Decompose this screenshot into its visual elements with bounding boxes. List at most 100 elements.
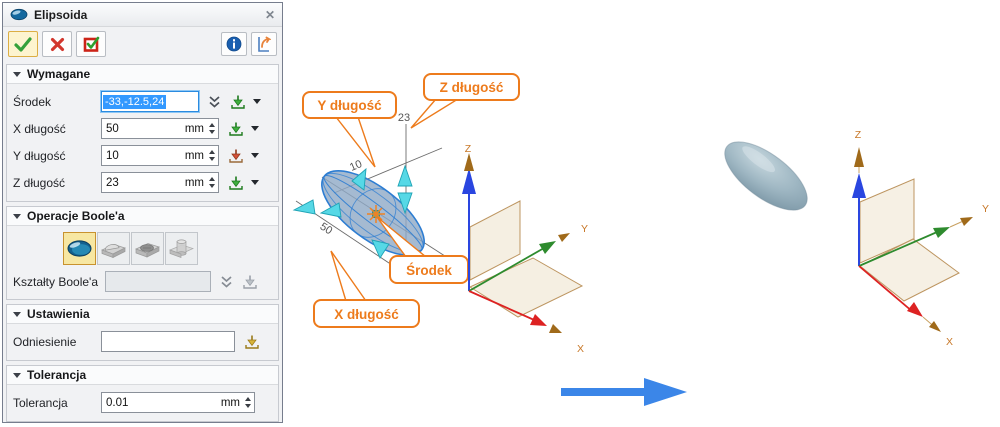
section-settings: Ustawienia Odniesienie (6, 304, 279, 361)
section-tolerance: Tolerancja Tolerancja 0.01 mm (6, 365, 279, 422)
base-shape-icon (67, 240, 92, 257)
x-length-unit: mm (184, 122, 204, 135)
callout-y-length: Y długość (317, 98, 382, 113)
red-cross-icon (50, 37, 64, 51)
pick-green-icon[interactable] (228, 175, 244, 191)
handle-z-up[interactable] (397, 164, 413, 187)
handle-x-outer[interactable] (292, 199, 316, 215)
checked-box-icon (83, 36, 99, 52)
axis-y-label: Y (982, 203, 989, 215)
y-length-input[interactable]: 10 mm (101, 145, 219, 166)
boolean-add-button[interactable] (97, 232, 130, 265)
callout-z-length: Z długość (440, 80, 504, 95)
pick-green-icon[interactable] (228, 121, 244, 137)
section-required-title: Wymagane (27, 67, 91, 81)
axis-x-tip (549, 324, 562, 333)
boolean-remove-button[interactable] (131, 232, 164, 265)
boolean-shapes-row: Kształty Boole'a (13, 269, 272, 294)
handle-z-down[interactable] (397, 192, 413, 215)
chevron-double-down-icon[interactable] (220, 275, 233, 289)
section-required: Wymagane Środek -33,-12.5,24 (6, 64, 279, 202)
collapse-triangle-icon (13, 372, 21, 378)
section-required-header[interactable]: Wymagane (7, 65, 278, 84)
pick-green-icon[interactable] (230, 94, 246, 110)
boolean-base-button[interactable] (63, 232, 96, 265)
axis-y-label: Y (581, 223, 588, 235)
tolerance-value: 0.01 (106, 396, 129, 409)
dropdown-caret-icon[interactable] (251, 153, 259, 158)
center-marker[interactable] (367, 205, 385, 223)
dropdown-caret-icon[interactable] (253, 99, 261, 104)
axis-z-label: Z (465, 143, 472, 155)
axis-x-arrow (530, 314, 547, 326)
axis-y-line (468, 243, 552, 292)
boolean-shapes-label: Kształty Boole'a (13, 274, 99, 289)
tolerance-input[interactable]: 0.01 mm (101, 392, 255, 413)
close-icon[interactable]: ✕ (264, 7, 275, 22)
intersect-shape-icon (169, 239, 194, 258)
x-length-label: X długość (13, 121, 66, 136)
axis-z-tip (854, 147, 864, 167)
dialog-title: Elipsoida (34, 7, 88, 22)
handle-x-inner[interactable] (319, 202, 342, 218)
dropdown-caret-icon[interactable] (251, 180, 259, 185)
handle-minor[interactable] (371, 239, 390, 259)
axis-y-arrow (539, 241, 556, 254)
axis-y-tip (960, 217, 973, 226)
pick-gold-icon[interactable] (244, 334, 260, 350)
boolean-intersect-button[interactable] (165, 232, 198, 265)
preview-scene: 23 10 50 Y długość Z długość Środek X dł… (292, 73, 588, 355)
x-length-spinner[interactable] (207, 123, 216, 134)
z-length-unit: mm (184, 176, 204, 189)
section-boolean-title: Operacje Boole'a (27, 209, 125, 223)
section-settings-title: Ustawienia (27, 307, 90, 321)
tolerance-spinner[interactable] (243, 397, 252, 408)
y-length-row: Y długość 10 mm (13, 142, 272, 169)
axis-x-arrow (907, 302, 923, 317)
x-length-input[interactable]: 50 mm (101, 118, 219, 139)
z-length-spinner[interactable] (207, 177, 216, 188)
dialog-titlebar[interactable]: Elipsoida ✕ (3, 3, 282, 27)
section-tolerance-title: Tolerancja (27, 368, 87, 382)
center-input[interactable]: -33,-12.5,24 (100, 90, 200, 113)
y-length-spinner[interactable] (207, 150, 216, 161)
dropdown-caret-icon[interactable] (251, 126, 259, 131)
dim-z-value: 23 (398, 112, 410, 124)
y-length-label: Y długość (13, 148, 66, 163)
datum-plane-horizontal[interactable] (468, 257, 584, 318)
reference-input[interactable] (101, 331, 235, 352)
apply-button[interactable] (76, 31, 106, 57)
drag-handles[interactable] (292, 164, 413, 259)
tolerance-row: Tolerancja 0.01 mm (13, 389, 272, 416)
section-boolean-header[interactable]: Operacje Boole'a (7, 207, 278, 226)
chevron-double-down-icon[interactable] (208, 95, 221, 109)
pick-disabled-icon (243, 275, 257, 289)
axis-z-label: Z (855, 129, 862, 141)
collapse-triangle-icon (13, 311, 21, 317)
boolean-shapes-input[interactable] (105, 271, 211, 292)
axis-y-tip (558, 233, 570, 242)
dialog-toolbar (3, 27, 282, 61)
dim-y-value: 10 (348, 158, 364, 174)
z-length-label: Z długość (13, 175, 66, 190)
pick-active-red-icon[interactable] (228, 148, 244, 164)
section-settings-header[interactable]: Ustawienia (7, 305, 278, 324)
handle-y[interactable] (351, 167, 367, 191)
info-button[interactable] (221, 32, 247, 56)
center-value: -33,-12.5,24 (103, 94, 167, 109)
page-arrow-icon (258, 36, 271, 52)
section-tolerance-header[interactable]: Tolerancja (7, 366, 278, 385)
tolerance-label: Tolerancja (13, 395, 68, 410)
cancel-button[interactable] (42, 31, 72, 57)
tolerance-unit: mm (220, 396, 240, 409)
ok-button[interactable] (8, 31, 38, 57)
flip-panel-button[interactable] (251, 32, 277, 56)
viewport-3d[interactable]: 23 10 50 Y długość Z długość Środek X dł… (283, 0, 1000, 427)
z-length-value: 23 (106, 176, 119, 189)
section-boolean: Operacje Boole'a (6, 206, 279, 300)
axis-z-arrow (852, 173, 866, 198)
y-length-unit: mm (184, 149, 204, 162)
z-length-input[interactable]: 23 mm (101, 172, 219, 193)
ellipsoid-result[interactable] (714, 129, 818, 222)
